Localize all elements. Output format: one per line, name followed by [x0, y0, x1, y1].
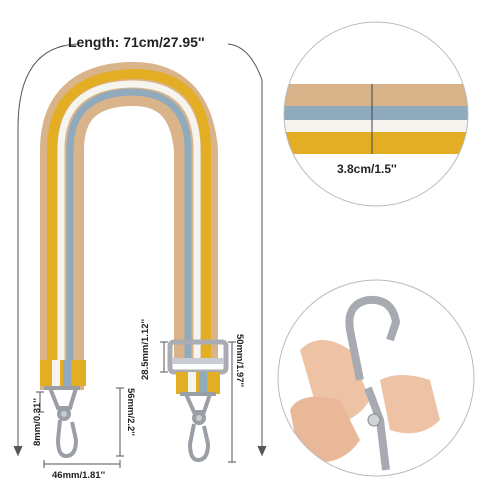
hook-width-label: 46mm/1.81'' [52, 470, 106, 481]
hook-length-label: 56mm/2.2'' [125, 388, 136, 436]
hook-opening-label: 8mm/0.31'' [32, 398, 43, 446]
strap-width-label: 3.8cm/1.5'' [337, 162, 397, 176]
ring-width-label: 28.5mm/1.12'' [140, 318, 151, 380]
length-dimension-arc [13, 43, 267, 457]
swivel-hook-right [180, 392, 216, 463]
strap-band [40, 62, 218, 390]
zoom-circle-strap [283, 21, 469, 207]
buckle-height-label: 50mm/1.97'' [234, 334, 245, 388]
hand-hook-circle [277, 279, 475, 477]
hook-dimension-lines [36, 341, 236, 468]
swivel-hook-left [44, 386, 80, 459]
length-label: Length: 71cm/27.95'' [68, 34, 205, 50]
